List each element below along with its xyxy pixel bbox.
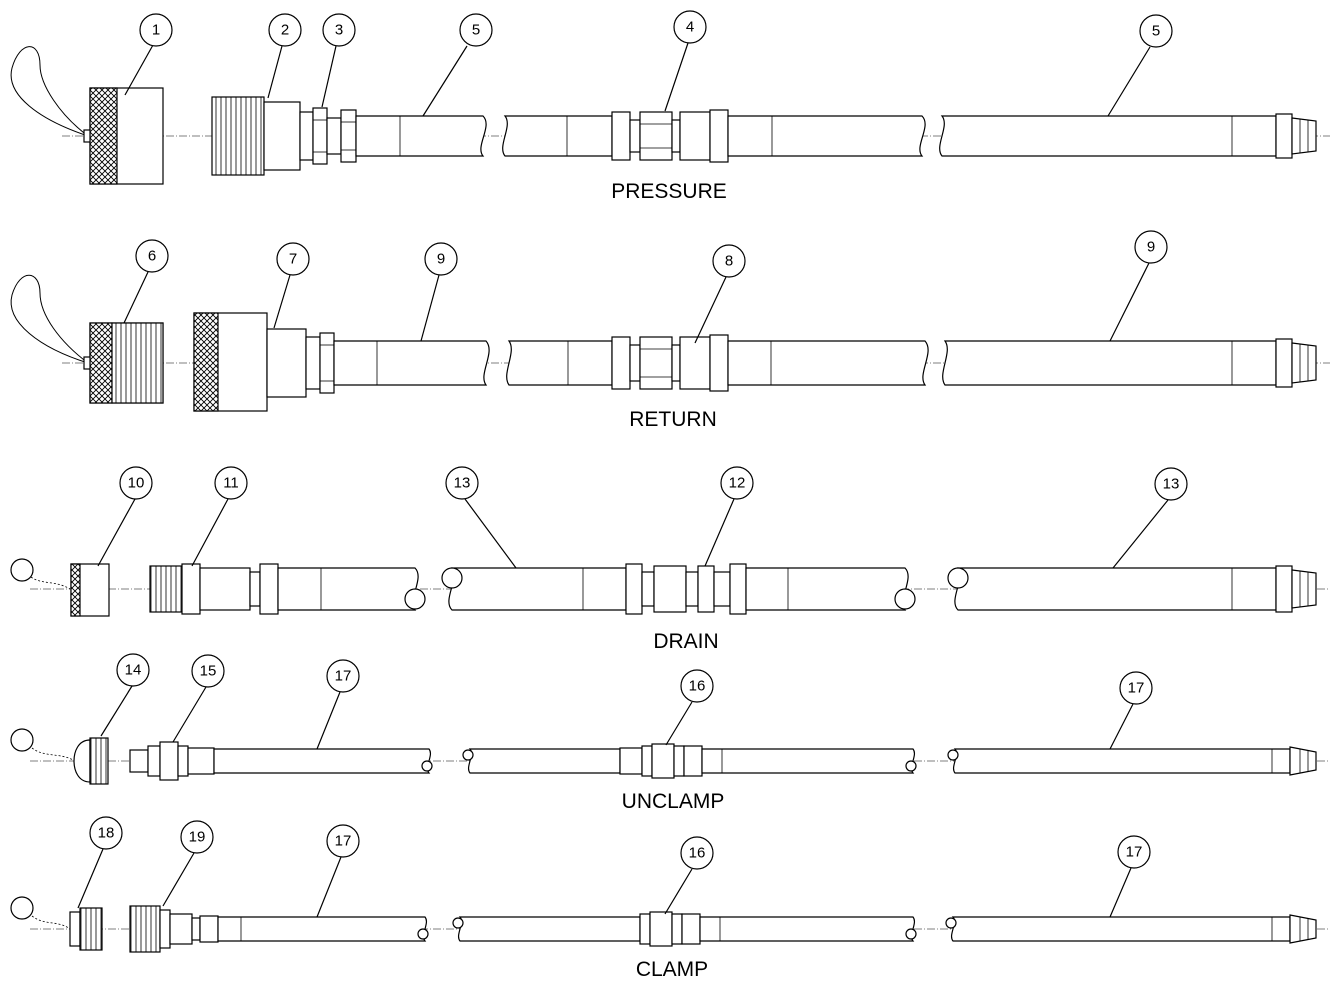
balloon: 13 bbox=[1154, 467, 1188, 501]
svg-text:8: 8 bbox=[725, 253, 733, 270]
balloon: 18 bbox=[89, 816, 123, 850]
svg-text:18: 18 bbox=[98, 825, 115, 842]
balloon: 9 bbox=[424, 242, 458, 276]
svg-text:13: 13 bbox=[1163, 476, 1180, 493]
balloon: 8 bbox=[712, 244, 746, 278]
return-assembly bbox=[10, 274, 1330, 412]
pressure-assembly bbox=[10, 46, 1330, 185]
clamp-assembly bbox=[10, 896, 1330, 953]
svg-text:3: 3 bbox=[335, 22, 343, 39]
svg-text:14: 14 bbox=[125, 662, 142, 679]
svg-text:11: 11 bbox=[223, 475, 239, 492]
balloon: 7 bbox=[276, 242, 310, 276]
clamp-caption: CLAMP bbox=[636, 958, 708, 981]
svg-text:17: 17 bbox=[335, 668, 352, 685]
clamp-dust-plug bbox=[69, 911, 81, 947]
unclamp-barb-end bbox=[1289, 746, 1317, 776]
svg-text:2: 2 bbox=[281, 22, 289, 39]
svg-text:16: 16 bbox=[689, 845, 706, 862]
return-caption: RETURN bbox=[629, 408, 717, 431]
svg-text:7: 7 bbox=[289, 251, 297, 268]
leader-lines bbox=[77, 42, 1169, 918]
unclamp-hose-segment bbox=[213, 748, 432, 774]
balloon: 2 bbox=[268, 13, 302, 47]
balloons: 1 2 3 5 4 5 6 7 9 8 9 10 11 13 12 13 14 … bbox=[89, 10, 1188, 870]
drain-caption: DRAIN bbox=[653, 630, 718, 653]
balloon: 5 bbox=[459, 13, 493, 47]
drain-barb-end bbox=[1291, 569, 1317, 609]
clamp-hose-segment bbox=[217, 916, 428, 942]
svg-text:17: 17 bbox=[1128, 680, 1145, 697]
balloon: 14 bbox=[116, 653, 150, 687]
drain-assembly bbox=[10, 558, 1330, 617]
unclamp-dust-cap bbox=[73, 739, 91, 783]
svg-text:6: 6 bbox=[148, 248, 156, 265]
return-barb-end bbox=[1291, 342, 1317, 384]
svg-text:4: 4 bbox=[686, 19, 694, 36]
balloon: 1 bbox=[139, 13, 173, 47]
svg-text:17: 17 bbox=[335, 833, 352, 850]
drain-union bbox=[653, 565, 687, 613]
pressure-caption: PRESSURE bbox=[611, 180, 727, 203]
svg-text:17: 17 bbox=[1126, 844, 1143, 861]
balloon: 17 bbox=[326, 659, 360, 693]
unclamp-caption: UNCLAMP bbox=[622, 790, 725, 813]
balloon: 15 bbox=[191, 654, 225, 688]
balloon: 9 bbox=[1134, 230, 1168, 264]
balloon: 12 bbox=[720, 466, 754, 500]
svg-text:5: 5 bbox=[1152, 23, 1160, 40]
svg-text:9: 9 bbox=[1147, 239, 1155, 256]
clamp-union bbox=[649, 911, 673, 947]
balloon: 17 bbox=[326, 824, 360, 858]
balloon: 16 bbox=[680, 669, 714, 703]
balloon: 3 bbox=[322, 13, 356, 47]
svg-text:19: 19 bbox=[189, 829, 206, 846]
svg-text:12: 12 bbox=[729, 475, 746, 492]
svg-text:9: 9 bbox=[437, 251, 445, 268]
clamp-barb-end bbox=[1289, 914, 1317, 944]
balloon: 19 bbox=[180, 820, 214, 854]
balloon: 17 bbox=[1119, 671, 1153, 705]
svg-text:5: 5 bbox=[472, 22, 480, 39]
return-hose-segment bbox=[333, 340, 490, 386]
unclamp-union bbox=[651, 743, 675, 779]
unclamp-assembly bbox=[10, 728, 1330, 785]
drain-nipple bbox=[149, 565, 183, 613]
return-union bbox=[639, 336, 673, 390]
unclamp-nipple bbox=[147, 745, 161, 777]
svg-text:13: 13 bbox=[454, 475, 471, 492]
balloon: 10 bbox=[119, 466, 153, 500]
svg-text:1: 1 bbox=[152, 22, 160, 39]
balloon: 6 bbox=[135, 239, 169, 273]
clamp-coupler bbox=[129, 905, 161, 953]
balloon: 17 bbox=[1117, 835, 1151, 869]
pressure-hose-segment bbox=[355, 115, 487, 157]
balloon: 16 bbox=[680, 836, 714, 870]
drain-hose-segment bbox=[277, 567, 419, 611]
balloon: 5 bbox=[1139, 14, 1173, 48]
svg-text:15: 15 bbox=[200, 663, 217, 680]
pressure-barb-end bbox=[1291, 117, 1317, 155]
pressure-union bbox=[639, 111, 673, 161]
balloon: 11 bbox=[214, 466, 248, 500]
svg-text:16: 16 bbox=[689, 678, 706, 695]
balloon: 4 bbox=[673, 10, 707, 44]
balloon: 13 bbox=[445, 466, 479, 500]
svg-text:10: 10 bbox=[128, 475, 145, 492]
pressure-coupler bbox=[211, 96, 265, 176]
